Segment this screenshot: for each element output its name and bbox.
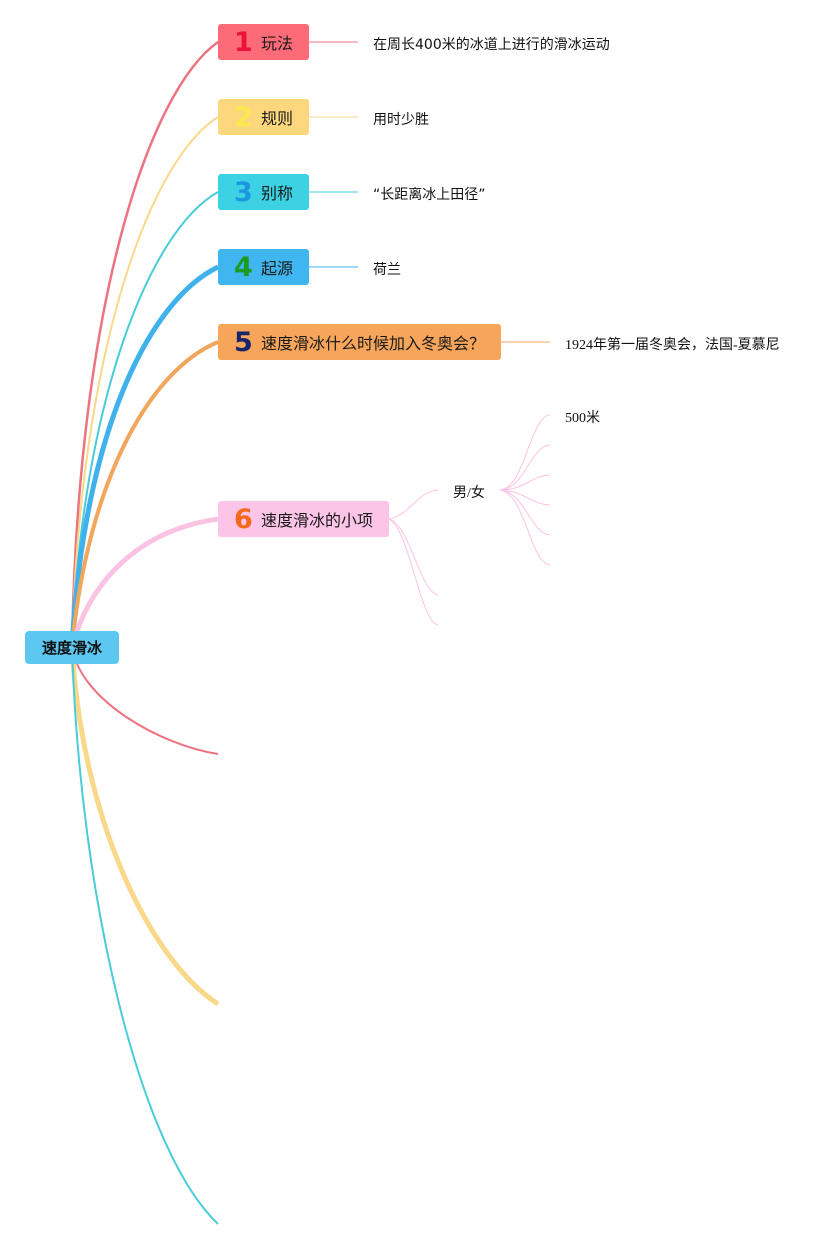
topic-number: 5 [234,326,253,358]
branch-line-7 [71,646,219,755]
topic-6[interactable]: 6 速度滑冰的小项 [218,501,389,537]
sub-line-500m [499,414,551,491]
topic-number: 4 [234,251,253,283]
sub-line-empty-7 [499,489,551,566]
topic-3[interactable]: 3 别称 [218,174,309,210]
topic-number: 3 [234,176,253,208]
topic-label: 玩法 [261,34,294,53]
topic-1-detail[interactable]: 在周长400米的冰道上进行的滑冰运动 [373,37,610,53]
branch-line-9 [71,646,219,1225]
topic-number: 1 [234,26,253,58]
topic-5[interactable]: 5 速度滑冰什么时候加入冬奥会？ [218,324,501,360]
topic-5-detail[interactable]: 1924年第一届冬奥会，法国-夏慕尼 [565,338,780,353]
topic-label: 速度滑冰什么时候加入冬奥会？ [261,334,486,353]
branch-line-8 [69,646,220,1007]
topic-number: 6 [234,503,253,535]
topic-label: 起源 [261,259,294,278]
topic-2-detail[interactable]: 用时少胜 [373,112,429,128]
sub-line-empty-5 [499,489,551,506]
root-topic[interactable]: 速度滑冰 [25,631,119,664]
branch-line-4 [69,264,220,648]
sub-line-empty-4 [499,474,551,491]
sub-line-empty-6 [499,489,551,536]
topic-6-subtopic-500m[interactable]: 500米 [565,411,600,426]
topic-1[interactable]: 1 玩法 [218,24,309,60]
topic-label: 别称 [261,184,294,203]
sub-line-empty-1 [388,518,439,596]
topic-label: 速度滑冰的小项 [261,511,374,530]
branch-line-3 [71,191,219,648]
branch-line-6 [69,516,219,648]
topic-4-detail[interactable]: 荷兰 [373,262,401,278]
topic-label: 规则 [261,109,294,128]
root-topic-label: 速度滑冰 [41,639,102,657]
sub-line-gender [388,489,439,520]
sub-line-empty-3 [499,444,551,491]
topic-4[interactable]: 4 起源 [218,249,309,285]
sub-line-empty-2 [388,518,439,626]
branch-line-1 [70,40,219,648]
topic-2[interactable]: 2 规则 [218,99,309,135]
branch-line-5 [70,340,219,648]
topic-number: 2 [234,101,253,133]
topic-6-subtopic-gender[interactable]: 男/女 [453,486,485,501]
topic-3-detail[interactable]: “长距离冰上田径” [373,187,486,203]
branch-line-2 [71,116,219,648]
